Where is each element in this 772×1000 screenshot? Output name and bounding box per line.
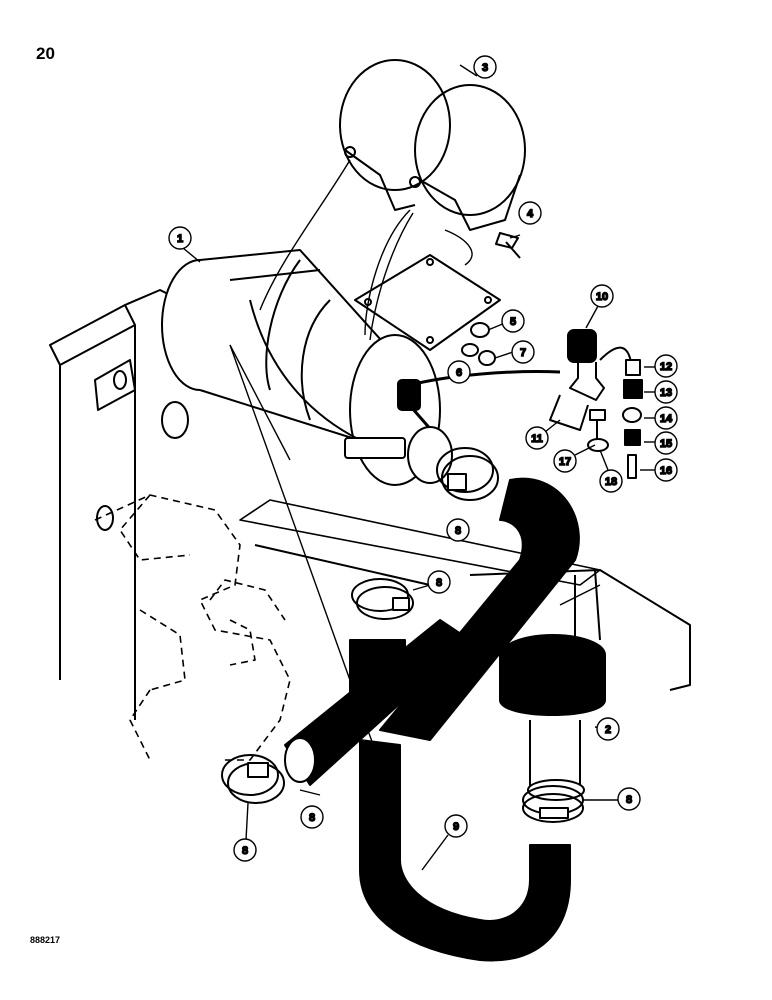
callout: 8 [412, 570, 451, 594]
callout: 1 [168, 226, 201, 263]
callout: 2 [594, 717, 620, 741]
hose-clamp-left [221, 754, 285, 804]
svg-text:1: 1 [177, 233, 183, 245]
svg-text:11: 11 [531, 433, 543, 445]
svg-text:4: 4 [527, 208, 534, 220]
precleaner [499, 634, 606, 801]
svg-text:7: 7 [520, 347, 526, 359]
callout: 13 [644, 380, 678, 404]
svg-text:12: 12 [660, 361, 672, 373]
engine-outline [94, 494, 291, 761]
callout: 8 [446, 518, 470, 542]
callout: 15 [644, 431, 678, 455]
callout: 3 [459, 55, 497, 79]
svg-text:8: 8 [455, 525, 461, 537]
fittings-set [622, 359, 643, 479]
callout: 14 [644, 406, 678, 430]
callout: 17 [553, 444, 596, 473]
svg-text:15: 15 [660, 438, 672, 450]
restriction-indicator [409, 329, 633, 431]
leader-lines-long [229, 344, 601, 796]
lower-hose [359, 739, 571, 962]
callout: 8 [583, 787, 641, 811]
callout: 12 [644, 354, 678, 378]
svg-text:16: 16 [660, 465, 672, 477]
svg-text:6: 6 [456, 367, 462, 379]
callout: 6 [447, 360, 471, 384]
svg-text:14: 14 [660, 413, 673, 425]
callout: 8 [300, 805, 324, 829]
svg-text:2: 2 [605, 724, 611, 736]
leader-lines [259, 159, 473, 341]
svg-text:9: 9 [453, 821, 459, 833]
callout: 4 [509, 201, 542, 239]
mounting-bands [339, 59, 526, 231]
figure-code: 888217 [30, 935, 61, 945]
callout: 11 [525, 419, 561, 450]
callout: 18 [599, 449, 623, 493]
callout: 16 [640, 458, 678, 482]
svg-text:10: 10 [596, 291, 608, 303]
svg-text:17: 17 [559, 456, 571, 468]
hose-stub [349, 639, 406, 701]
upper-hose [284, 477, 580, 786]
svg-text:8: 8 [242, 845, 248, 857]
callout: 8 [233, 802, 257, 862]
page-number: 20 [36, 44, 55, 63]
hose-clamp-middle [351, 578, 414, 620]
callout: 10 [585, 284, 614, 329]
svg-text:13: 13 [660, 387, 672, 399]
bolt-washer [587, 409, 609, 452]
svg-text:18: 18 [605, 476, 617, 488]
hose-clamp-top [436, 447, 499, 501]
callout: 9 [421, 814, 468, 871]
callout: 7 [494, 340, 535, 364]
air-cleaner-housing [161, 249, 453, 486]
svg-text:3: 3 [482, 62, 488, 74]
callouts: 1 2 3 4 5 6 7 8 8 8 8 8 9 10 11 12 13 14… [168, 55, 678, 871]
svg-text:5: 5 [510, 316, 516, 328]
svg-text:8: 8 [436, 577, 442, 589]
svg-text:8: 8 [309, 812, 315, 824]
callout: 5 [487, 309, 525, 333]
svg-text:8: 8 [626, 794, 632, 806]
